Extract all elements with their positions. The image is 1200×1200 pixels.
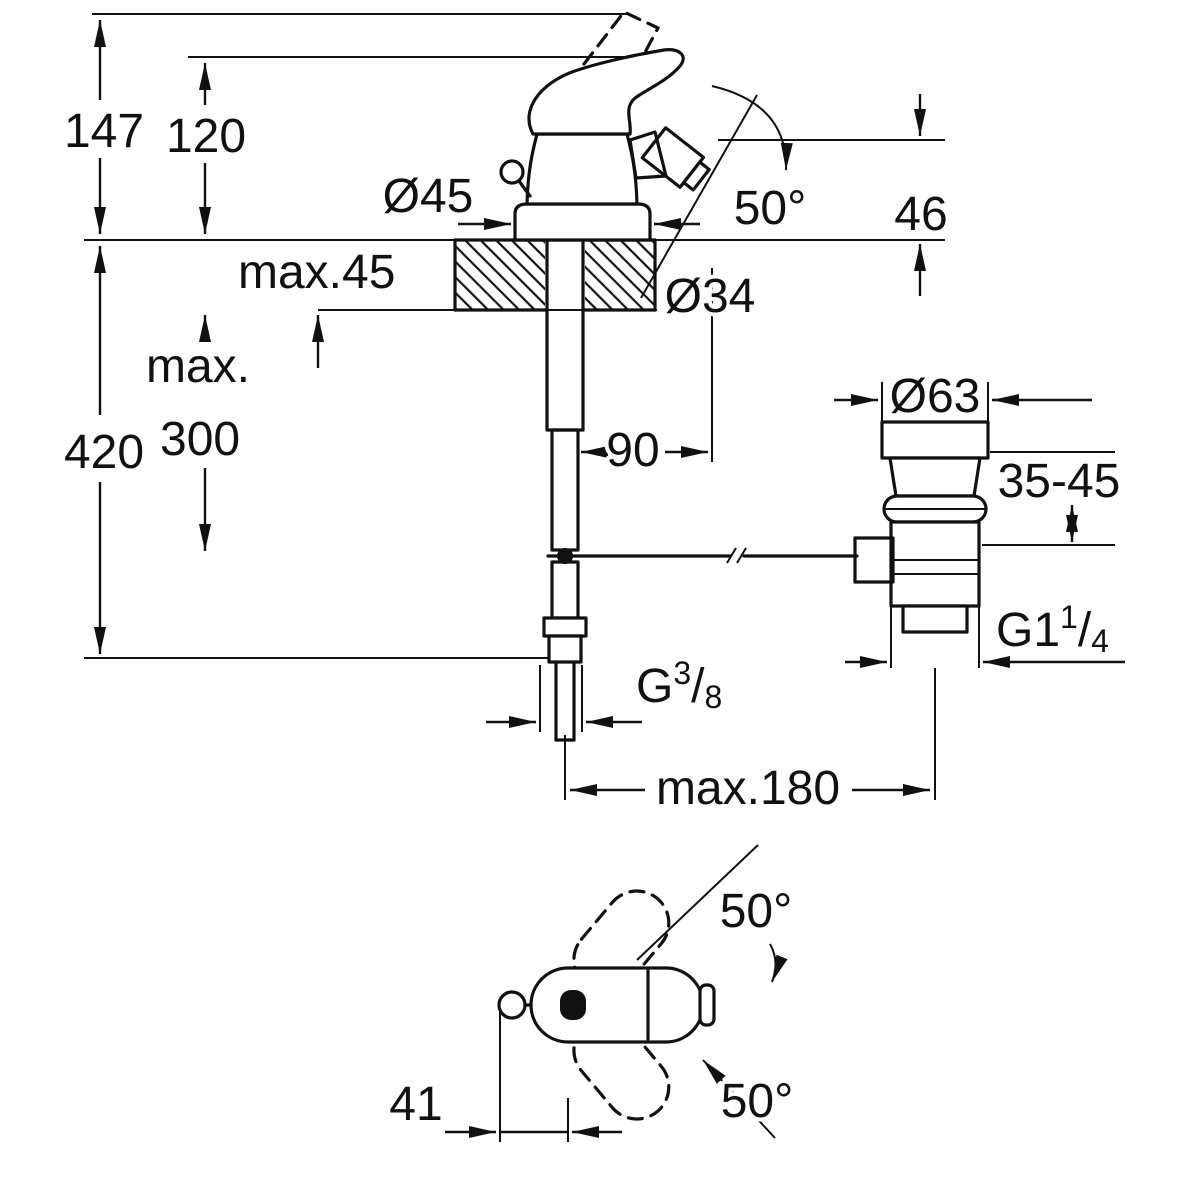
supply-hose	[542, 235, 588, 742]
label-swivel-bottom: 50°	[721, 1075, 794, 1128]
drain-taper	[888, 456, 982, 498]
faucet-top-body	[529, 966, 705, 1044]
label-dia45: Ø45	[383, 170, 474, 223]
lever-slot	[560, 990, 586, 1020]
label-90: 90	[606, 424, 659, 477]
drain-assembly	[853, 420, 990, 634]
dimension-labels: 147 120 Ø45 50° 46 max.45 Ø34 max. 300 4…	[60, 101, 1124, 1135]
label-g38: G3/8	[636, 655, 722, 715]
drain-body	[889, 520, 981, 608]
label-35-45: 35-45	[998, 455, 1121, 508]
label-dia34: Ø34	[665, 270, 756, 323]
label-147: 147	[64, 105, 144, 158]
pop-up-knob	[499, 159, 525, 185]
label-max45: max.45	[238, 246, 395, 299]
label-420: 420	[64, 426, 144, 479]
pop-up-rod	[546, 547, 859, 564]
rod-attachment-knob	[853, 536, 895, 584]
label-46: 46	[894, 188, 947, 241]
dimension-lines	[94, 20, 1125, 1138]
label-max180: max.180	[656, 762, 840, 815]
label-41: 41	[389, 1078, 442, 1131]
faucet-lever	[527, 48, 685, 136]
faucet-body	[525, 132, 639, 206]
label-120: 120	[166, 110, 246, 163]
label-max-word: max.	[146, 340, 250, 393]
faucet-front-view	[499, 10, 711, 242]
hose-connector	[542, 616, 588, 638]
g38-nut	[547, 634, 583, 664]
reference-lines	[84, 13, 1115, 1142]
label-swivel-top: 50°	[720, 885, 793, 938]
label-dia63: Ø63	[890, 370, 981, 423]
drain-thread-stub	[901, 604, 969, 634]
threaded-shank	[545, 235, 585, 432]
spray-outlet	[640, 126, 711, 192]
faucet-top-view	[497, 844, 788, 1139]
drain-top-flange	[880, 420, 990, 460]
label-g114: G11/4	[996, 599, 1109, 659]
lever-swivel-down-outline	[572, 1016, 671, 1121]
lever-swivel-up-outline	[572, 889, 671, 994]
lever-end-cap	[698, 983, 716, 1027]
label-max300: 300	[160, 413, 240, 466]
mounting-deck	[453, 238, 657, 312]
faucet-base	[513, 202, 652, 242]
top-view-knob	[497, 990, 527, 1020]
rod-ball-joint	[557, 548, 573, 564]
label-spray-angle: 50°	[734, 182, 807, 235]
lever-raised-outline	[582, 10, 660, 66]
